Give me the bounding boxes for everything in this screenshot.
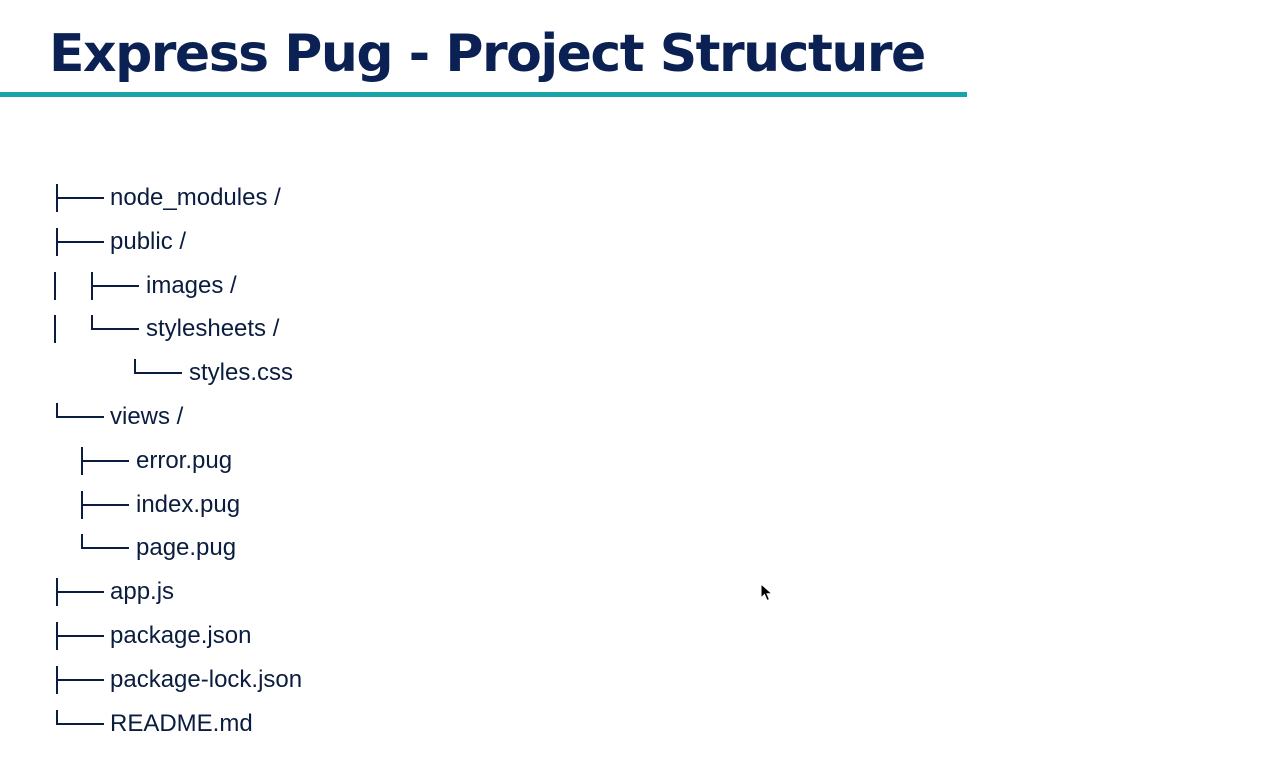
tree-item-readme-md: README.md: [0, 702, 600, 746]
tree-item-label: public /: [110, 227, 187, 255]
tree-item-label: page.pug: [136, 534, 237, 562]
tree-item-label: stylesheets /: [146, 315, 280, 343]
tree-item-label: node_modules /: [110, 184, 281, 211]
tree-item-error-pug: error.pug: [0, 439, 600, 483]
tree-item-label: package-lock.json: [110, 665, 303, 693]
title-underline: [0, 92, 967, 97]
tree-item-label: package.json: [110, 621, 252, 649]
tree-guide-line: [54, 315, 56, 344]
tree-item-page-pug: page.pug: [0, 526, 600, 570]
tree-item-views: views /: [0, 395, 600, 439]
tree-item-package-json: package.json: [0, 614, 600, 658]
project-tree: node_modules / public / images / stylesh…: [0, 176, 600, 745]
mouse-pointer-icon: [760, 583, 774, 602]
tree-item-label: index.pug: [136, 490, 241, 518]
slide-title: Express Pug - Project Structure: [49, 24, 926, 84]
tree-item-app-js: app.js: [0, 570, 600, 614]
tree-item-label: README.md: [110, 709, 253, 737]
tree-item-label: images /: [146, 271, 237, 299]
tree-item-node-modules: node_modules /: [0, 176, 600, 220]
tree-guide-line: [54, 271, 56, 300]
tree-item-package-lock-json: package-lock.json: [0, 658, 600, 702]
tree-item-label: views /: [110, 402, 184, 430]
tree-item-images: images /: [0, 264, 600, 308]
tree-item-public: public /: [0, 220, 600, 264]
tree-item-label: styles.css: [189, 359, 294, 387]
tree-item-label: error.pug: [136, 446, 233, 474]
tree-item-index-pug: index.pug: [0, 483, 600, 527]
tree-item-label: app.js: [110, 578, 175, 606]
tree-item-stylesheets: stylesheets /: [0, 307, 600, 351]
tree-item-styles-css: styles.css: [0, 351, 600, 395]
